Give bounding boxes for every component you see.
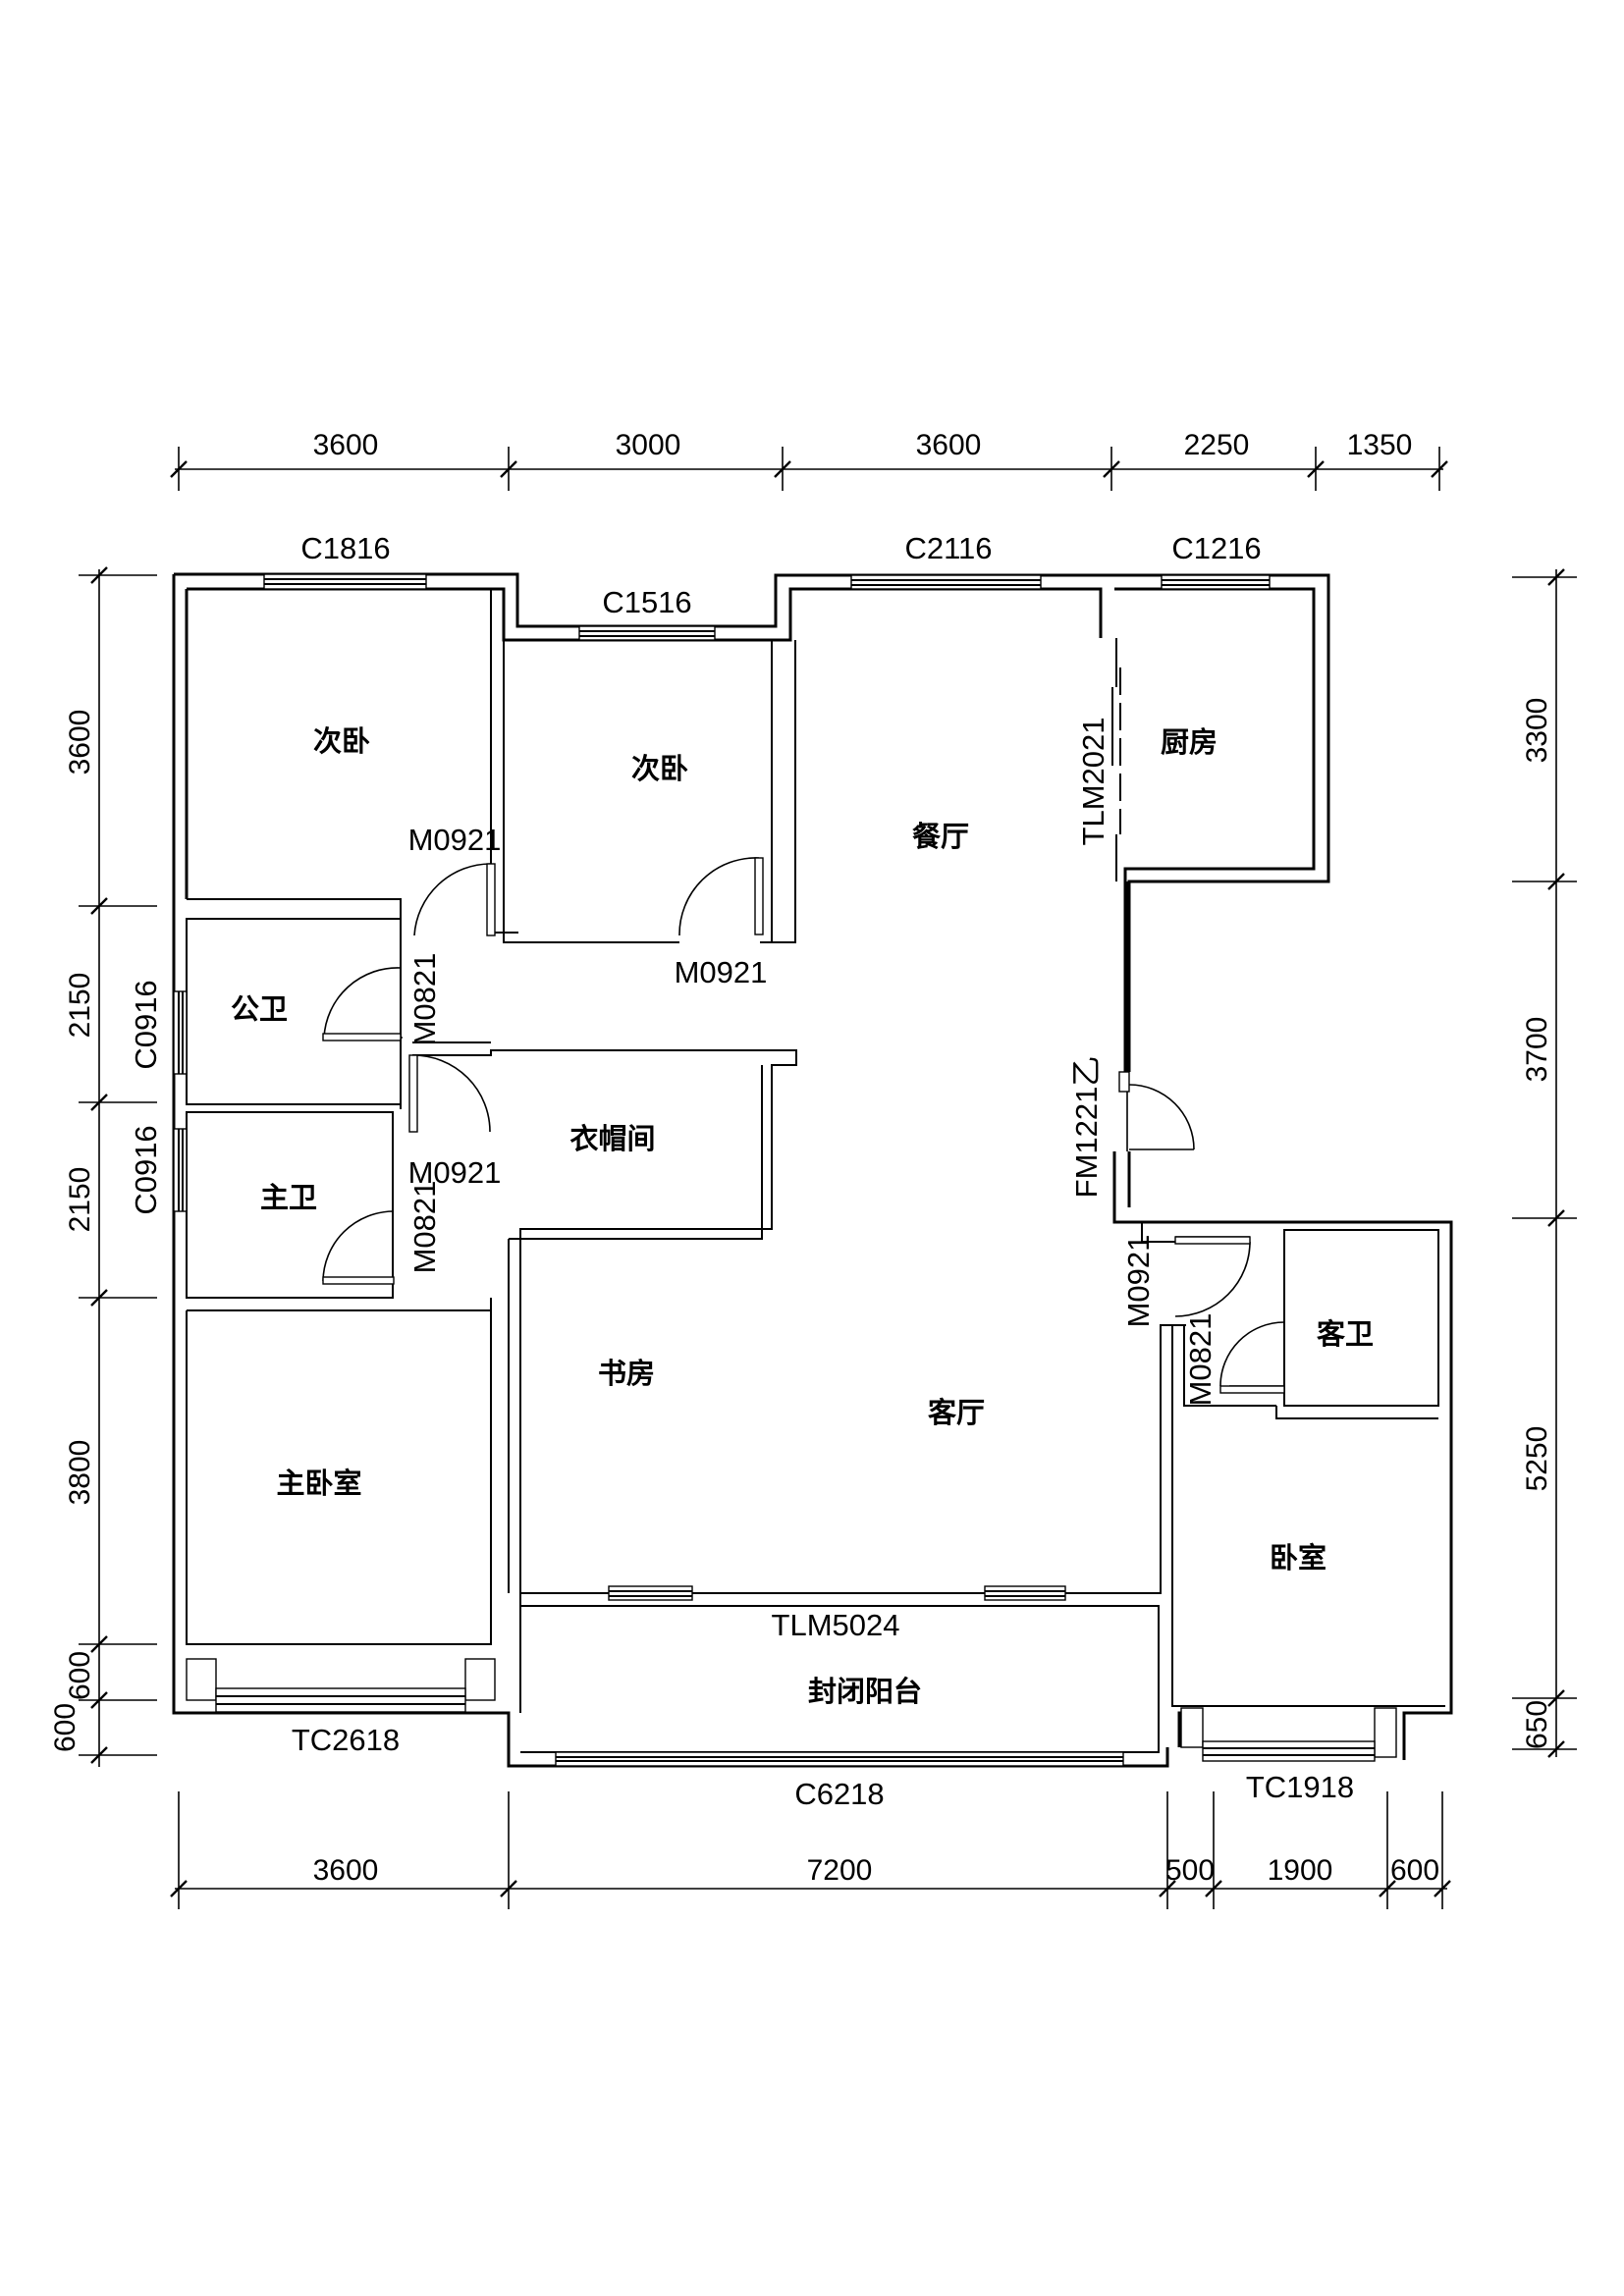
door-fm1221	[1118, 1071, 1195, 1151]
label-m0921-a: M0921	[408, 823, 502, 857]
dim-left-1: 2150	[64, 973, 96, 1039]
room-cloakroom: 衣帽间	[569, 1122, 655, 1155]
dim-right-0: 3300	[1521, 698, 1553, 764]
label-c6218: C6218	[794, 1777, 884, 1811]
room-bedroom: 卧室	[1270, 1541, 1326, 1575]
window-c0916-a	[173, 990, 188, 1075]
label-c2116: C2116	[904, 531, 992, 565]
window-tc2618	[186, 1658, 496, 1713]
window-c6218	[555, 1751, 1124, 1767]
dim-top-4: 1350	[1347, 429, 1413, 461]
label-tlm5024: TLM5024	[772, 1608, 900, 1642]
door-m0921-b	[678, 857, 764, 936]
dimension-labels: 3600 3000 3600 2250 1350 3600 7200 500 1…	[49, 429, 1553, 1887]
label-c1516: C1516	[602, 585, 691, 619]
room-living: 客厅	[928, 1396, 985, 1429]
dim-left-2: 2150	[64, 1167, 96, 1233]
label-m0921-b: M0921	[675, 955, 768, 989]
label-tc1918: TC1918	[1246, 1770, 1354, 1804]
window-c1216	[1161, 574, 1271, 590]
doors	[322, 857, 1285, 1394]
windows	[173, 573, 1397, 1767]
dim-bottom-0: 3600	[313, 1854, 379, 1887]
window-c2116	[850, 574, 1042, 590]
dimension-lines	[79, 447, 1577, 1909]
label-tc2618: TC2618	[292, 1723, 400, 1757]
room-bedroom2-left: 次卧	[313, 724, 370, 758]
dim-left-0: 3600	[64, 710, 96, 775]
room-dining: 餐厅	[912, 820, 969, 853]
label-c1816: C1816	[300, 531, 390, 565]
dim-top-1: 3000	[616, 429, 681, 461]
dim-left-3: 3800	[64, 1440, 96, 1506]
dim-right-2: 5250	[1521, 1426, 1553, 1492]
window-tlm2021	[1111, 667, 1121, 834]
dim-left-5: 600	[49, 1703, 81, 1752]
label-m0921-c: M0921	[408, 1155, 502, 1190]
room-master-bath: 主卫	[260, 1181, 317, 1214]
dim-bottom-3: 1900	[1268, 1854, 1333, 1887]
label-m0821-b: M0821	[407, 1181, 442, 1274]
door-m0921-d	[1174, 1236, 1251, 1317]
label-m0921-d: M0921	[1121, 1235, 1156, 1328]
window-tc1918	[1180, 1707, 1397, 1762]
dim-top-3: 2250	[1184, 429, 1250, 461]
label-m0821-a: M0821	[407, 953, 442, 1046]
room-closed-balcony: 封闭阳台	[808, 1675, 922, 1708]
dim-right-1: 3700	[1521, 1017, 1553, 1083]
room-public-bath: 公卫	[231, 992, 288, 1026]
label-c1216: C1216	[1171, 531, 1261, 565]
dim-bottom-4: 600	[1390, 1854, 1439, 1887]
window-tlm5024	[608, 1585, 1066, 1601]
door-m0821-c	[1219, 1321, 1285, 1394]
interior-walls	[186, 589, 1445, 1753]
room-guest-bath: 客卫	[1317, 1317, 1374, 1351]
dim-bottom-1: 7200	[807, 1854, 873, 1887]
dim-bottom-2: 500	[1165, 1854, 1215, 1887]
label-c0916-a: C0916	[129, 980, 163, 1069]
room-study: 书房	[598, 1357, 655, 1390]
dim-right-3: 650	[1521, 1700, 1553, 1749]
label-fm1221: FM1221乙	[1069, 1056, 1104, 1199]
door-m0821-a	[322, 967, 403, 1041]
dim-top-0: 3600	[313, 429, 379, 461]
door-m0921-c	[408, 1054, 491, 1133]
door-m0921-a	[413, 863, 496, 936]
label-tlm2021: TLM2021	[1076, 718, 1110, 846]
room-bedroom2-mid: 次卧	[631, 752, 688, 785]
room-kitchen: 厨房	[1161, 725, 1218, 759]
dim-top-2: 3600	[916, 429, 982, 461]
window-c1816	[263, 573, 427, 590]
window-c0916-b	[173, 1128, 188, 1212]
room-master-bedroom: 主卧室	[276, 1467, 361, 1500]
opening-labels: C1816 C1516 C2116 C1216 TLM2021 M0921 M0…	[129, 531, 1354, 1811]
label-c0916-b: C0916	[129, 1125, 163, 1214]
room-labels: 次卧 次卧 餐厅 厨房 公卫 主卫 衣帽间 书房 客厅 主卧室 封闭阳台 客卫 …	[231, 724, 1374, 1708]
dim-left-4: 600	[64, 1651, 96, 1700]
window-c1516	[578, 625, 716, 641]
exterior-walls	[172, 572, 1453, 1768]
label-m0821-c: M0821	[1183, 1313, 1218, 1407]
door-m0821-b	[322, 1210, 395, 1285]
